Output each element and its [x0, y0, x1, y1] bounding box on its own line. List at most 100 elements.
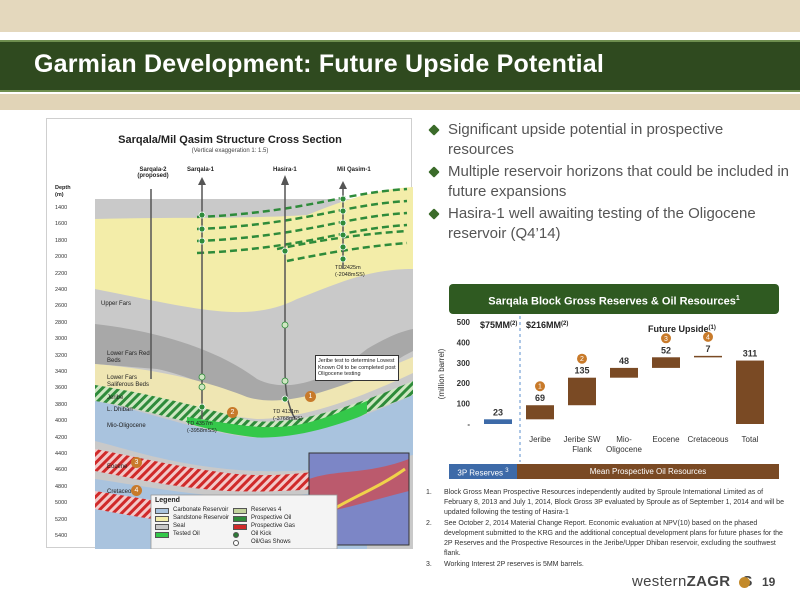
x-tick-label: Cretaceous: [688, 435, 729, 444]
y-tick-label: 200: [457, 379, 471, 388]
annotation-npv-resources-footnote: (2): [561, 321, 568, 327]
numbered-marker: 3: [131, 457, 142, 468]
depth-tick-label: 5400: [55, 533, 68, 539]
bar-marker-label: 2: [580, 356, 584, 363]
bullet-list: Significant upside potential in prospect…: [428, 120, 790, 246]
legend-label: Sandstone Reservoir: [173, 515, 230, 521]
annotation-future-upside-footnote: (1): [709, 325, 716, 331]
cross-section-legend-title: Legend: [155, 497, 180, 504]
chart-title-footnote: 1: [735, 295, 740, 302]
x-tick-label: Jeribe SW: [564, 435, 601, 444]
cross-section-title: Sarqala/Mil Qasim Structure Cross Sectio…: [118, 134, 342, 146]
bullet-item: Hasira-1 well awaiting testing of the Ol…: [428, 204, 790, 244]
well-label-hasira-1: Hasira-1: [273, 167, 297, 173]
footnote-number: 1.: [426, 489, 432, 496]
annotation-npv-resources-text: $216MM: [526, 320, 561, 330]
chart-bar: [736, 360, 764, 424]
title-bar: [0, 40, 800, 92]
depth-tick-label: 3000: [55, 336, 68, 343]
bar-value-label: 7: [705, 344, 710, 354]
formation-label: Cretaceous: [107, 489, 138, 495]
chart-bar: [694, 355, 722, 358]
footnote: 2.See October 2, 2014 Material Change Re…: [426, 519, 792, 559]
y-axis-label: (million barrel): [437, 348, 446, 399]
company-logo: westernZAGRS: [632, 573, 753, 590]
bar-value-label: 23: [493, 407, 503, 417]
legend-swatch: [233, 532, 239, 538]
legend-swatch: [155, 524, 169, 530]
legend-swatch: [233, 516, 247, 522]
bar-value-label: 48: [619, 356, 629, 366]
bar-value-label: 311: [743, 349, 758, 359]
legend-swatch: [155, 532, 169, 538]
depth-tick-label: 1400: [55, 205, 68, 211]
x-tick-label: Total: [742, 435, 759, 444]
page-title: Garmian Development: Future Upside Poten…: [34, 50, 605, 78]
formation-label: Lower Fars Red Beds: [107, 351, 150, 364]
bar-marker-label: 4: [706, 334, 710, 341]
footnote-text: Working Interest 2P reserves is 5MM barr…: [444, 561, 584, 568]
depth-tick-label: 3400: [55, 369, 68, 375]
well-label-sarqala-2: Sarqala-2 (proposed): [137, 167, 169, 179]
annotation-npv-reserves-footnote: (2): [510, 321, 517, 327]
depth-tick-label: 4400: [55, 451, 68, 457]
depth-tick-label: 2600: [55, 303, 68, 310]
x-tick-label: Mio-: [616, 435, 632, 444]
bar-value-label: 52: [661, 345, 671, 355]
legend-label: Prospective Oil: [251, 515, 292, 521]
jeribe-test-note: Jeribe test to determine Lowest Known Oi…: [315, 355, 399, 381]
depth-tick-label: 4200: [55, 434, 68, 441]
depth-tick-label: 2200: [55, 270, 68, 277]
logo-mark-icon: [739, 577, 750, 588]
legend-3p-reserves: 3P Reserves 3: [449, 464, 517, 479]
chart-bar: [568, 377, 596, 406]
depth-tick-label: 3600: [55, 385, 68, 392]
depth-tick-label: 2000: [55, 254, 68, 261]
footnote: 3.Working Interest 2P reserves is 5MM ba…: [426, 560, 792, 570]
legend-label: Prospective Gas: [251, 523, 296, 529]
top-texture-band: [0, 0, 800, 32]
formation-label: Mio-Oligocene: [107, 423, 146, 429]
td-mil-qasim: TD 2425m (-2048mSS): [335, 265, 365, 278]
cross-section-drawing: [95, 175, 413, 549]
chart-bar: [610, 367, 638, 378]
chart-bar: [484, 419, 512, 424]
x-tick-label: Eocene: [652, 435, 680, 444]
annotation-npv-resources: $216MM(2): [526, 320, 568, 330]
footnotes: 1.Block Gross Mean Prospective Resources…: [426, 488, 792, 571]
x-tick-label: Jeribe: [529, 435, 551, 444]
cross-section-subtitle: (Vertical exaggeration 1: 1.5): [191, 148, 269, 154]
formation-label: Eocene: [107, 464, 128, 470]
bar-marker-label: 1: [538, 384, 542, 391]
y-tick-label: 300: [457, 359, 471, 368]
bullet-item: Multiple reservoir horizons that could b…: [428, 162, 790, 202]
td-hasira: TD 4131m (-3768mSS): [273, 409, 303, 422]
depth-tick-label: 2800: [55, 319, 68, 326]
bar-marker-label: 3: [664, 336, 668, 343]
logo-text-light: western: [632, 573, 687, 590]
legend-label: Tested Oil: [173, 531, 200, 537]
y-tick-label: 400: [457, 338, 471, 347]
bullet-text: Hasira-1 well awaiting testing of the Ol…: [448, 205, 756, 242]
well-label-sarqala-1: Sarqala-1: [187, 167, 215, 173]
depth-tick-label: 5000: [55, 500, 68, 507]
depth-tick-label: 4600: [55, 467, 68, 474]
annotation-npv-reserves: $75MM(2): [480, 320, 517, 330]
y-tick-label: 100: [457, 400, 471, 409]
depth-tick-label: 3200: [55, 352, 68, 359]
legend-label: Seal: [173, 523, 186, 529]
bullet-icon: [428, 208, 440, 220]
cross-section-figure: Sarqala/Mil Qasim Structure Cross Sectio…: [46, 118, 413, 549]
legend-label: Reserves 4: [251, 507, 282, 513]
legend-mean-prospective: Mean Prospective Oil Resources: [589, 467, 707, 476]
legend-swatch: [233, 524, 247, 530]
annotation-npv-reserves-text: $75MM: [480, 320, 510, 330]
depth-tick-label: 3800: [55, 401, 68, 408]
x-tick-label: Oligocene: [606, 445, 643, 454]
bar-marker-circle: [703, 331, 713, 342]
numbered-marker: 4: [131, 485, 142, 496]
bullet-icon: [428, 166, 440, 178]
legend-3p-footnote: 3: [505, 468, 509, 474]
legend-label: Oil Kick: [251, 531, 272, 537]
